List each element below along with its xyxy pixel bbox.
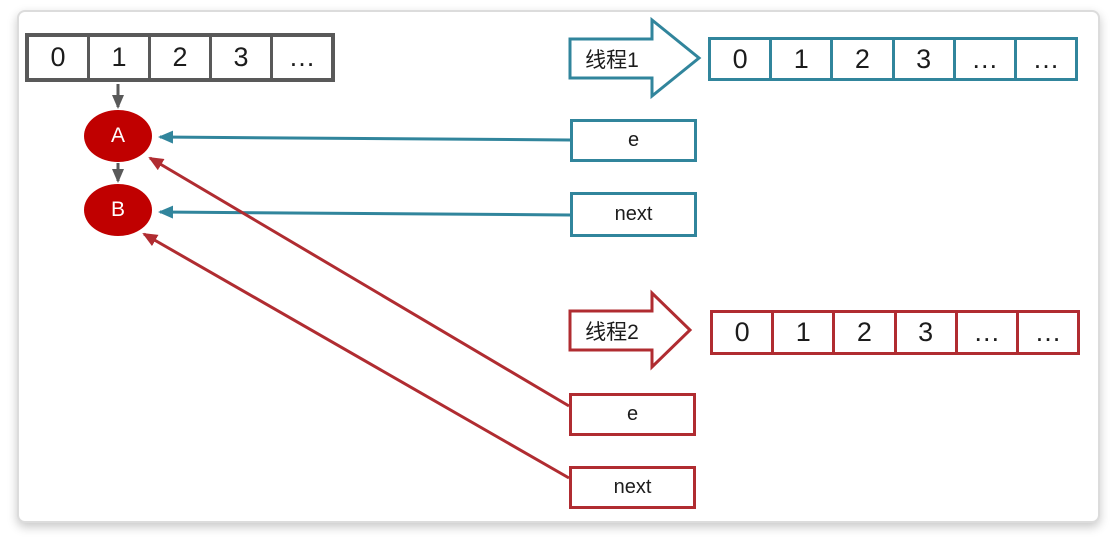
array-cell: … xyxy=(952,40,1014,78)
node-a: A xyxy=(84,110,152,162)
array-cell: 3 xyxy=(891,40,953,78)
bucket-array: 0 1 2 3 … xyxy=(25,33,335,82)
array-cell: … xyxy=(954,313,1016,352)
thread1-label: 线程1 xyxy=(585,48,639,72)
thread1-next-box: next xyxy=(570,192,697,237)
thread1-array: 0 1 2 3 … … xyxy=(708,37,1078,81)
thread2-e-box: e xyxy=(569,393,696,436)
array-cell: 3 xyxy=(209,37,270,78)
array-cell: 1 xyxy=(769,40,830,78)
node-b: B xyxy=(84,184,152,236)
array-cell: 3 xyxy=(893,313,955,352)
array-cell: … xyxy=(270,37,331,78)
array-cell: … xyxy=(1013,40,1075,78)
array-cell: 1 xyxy=(87,37,148,78)
array-cell: 1 xyxy=(771,313,832,352)
array-cell: 2 xyxy=(830,40,891,78)
array-cell: … xyxy=(1015,313,1077,352)
array-cell: 2 xyxy=(148,37,209,78)
diagram-canvas xyxy=(17,10,1100,523)
thread2-label: 线程2 xyxy=(585,320,639,344)
array-cell: 0 xyxy=(50,42,66,72)
array-cell: 0 xyxy=(734,317,750,347)
array-cell: 0 xyxy=(732,43,748,74)
thread2-next-box: next xyxy=(569,466,696,509)
thread1-e-box: e xyxy=(570,119,697,162)
thread2-array: 0 1 2 3 … … xyxy=(710,310,1080,355)
array-cell: 2 xyxy=(832,313,893,352)
